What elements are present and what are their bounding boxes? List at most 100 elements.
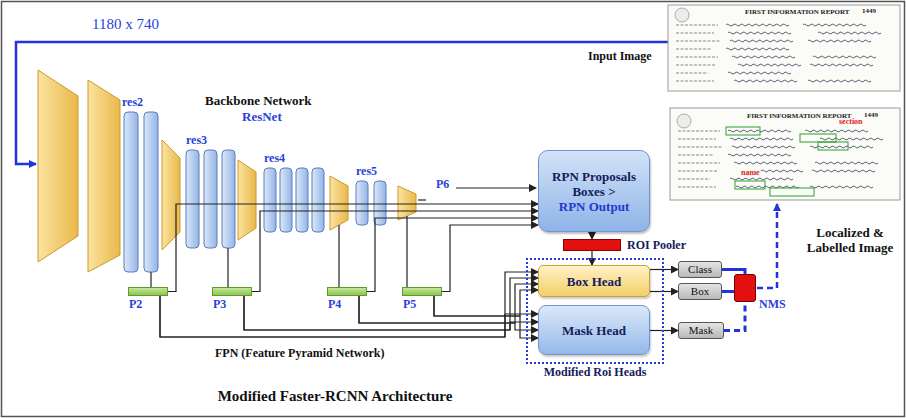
output-box: Box — [678, 283, 722, 300]
conv-block — [88, 80, 120, 272]
node-label: P2 — [129, 298, 142, 311]
connector — [650, 269, 678, 270]
node-label: Modified Roi Heads — [528, 365, 662, 379]
node-label: Mask — [689, 324, 713, 337]
node-label: Box Head — [567, 274, 622, 289]
node-label: Box — [691, 285, 709, 298]
mask-head: Mask Head — [538, 305, 650, 355]
connector — [724, 302, 745, 331]
node-label: P4 — [328, 298, 341, 311]
node-label: P3 — [213, 298, 226, 311]
connector — [650, 330, 678, 331]
feature-bar — [128, 287, 168, 296]
lateral-line — [227, 248, 228, 287]
rpn-box: RPN Proposals Boxes >RPN Output — [538, 150, 650, 232]
node-label: ROI Pooler — [627, 238, 686, 252]
connector — [442, 225, 538, 292]
section-label: Backbone Network — [205, 94, 312, 109]
dimension-label: 1180 x 740 — [92, 16, 159, 33]
detection-box — [800, 134, 836, 142]
p6-stub — [418, 199, 426, 200]
network-name: ResNet — [242, 110, 282, 125]
image-label: Input Image — [588, 50, 652, 64]
conv-block — [238, 160, 256, 240]
connector — [244, 296, 538, 330]
res-layer — [222, 150, 235, 248]
node-label: NMS — [759, 297, 786, 311]
node-label: RPN Output — [559, 199, 629, 214]
connector — [359, 284, 538, 323]
res-layer — [264, 168, 276, 232]
connector — [650, 291, 678, 292]
output-document — [670, 108, 900, 200]
res-layer — [312, 168, 324, 232]
document-content — [675, 8, 881, 82]
connector — [252, 211, 538, 292]
res-layer — [280, 168, 292, 232]
feature-level: P3 — [212, 287, 252, 311]
detection-box — [735, 181, 765, 189]
connector — [367, 218, 538, 292]
connector — [160, 296, 538, 337]
nms-block: NMS — [734, 274, 756, 302]
pooler-bar — [563, 239, 621, 251]
connector — [434, 296, 538, 338]
class-tag: name — [740, 169, 761, 177]
lateral-line — [406, 216, 407, 287]
conv-block — [162, 140, 180, 250]
node-label: Class — [688, 263, 712, 276]
conv-block — [398, 186, 416, 220]
box-head: Box Head — [538, 265, 650, 297]
connector — [244, 278, 538, 330]
node-label: RPN Proposals Boxes > — [543, 169, 645, 199]
conv-block — [38, 70, 78, 262]
output-box: Mask — [678, 322, 724, 339]
roi-pooler: ROI Pooler — [563, 239, 688, 251]
document-number: 1449 — [862, 7, 876, 15]
detection-box — [770, 188, 814, 196]
roi-heads-group: Modified Roi HeadsBox HeadMask Head — [526, 258, 664, 364]
feature-level: P2 — [128, 287, 168, 311]
feature-bar — [327, 287, 367, 296]
document-heading: FIRST INFORMATION REPORT — [747, 112, 852, 120]
feature-bar — [212, 287, 252, 296]
res-layer — [356, 181, 368, 225]
conv-block — [330, 176, 348, 230]
stage-label: res4 — [264, 152, 285, 166]
lateral-line — [150, 272, 151, 287]
document-number: 1449 — [864, 111, 878, 119]
connector — [722, 290, 734, 293]
node-label: Mask Head — [562, 323, 626, 338]
connector — [160, 272, 538, 337]
detection-box — [726, 127, 760, 135]
document-content — [677, 114, 883, 188]
feature-level-label: P6 — [436, 178, 449, 192]
feature-bar — [402, 287, 442, 296]
connector — [591, 232, 592, 239]
feature-level: P4 — [327, 287, 367, 311]
class-tag: section — [838, 118, 864, 126]
image-label: Localized & Labelled Image — [800, 226, 900, 256]
node-label: P5 — [403, 298, 416, 311]
res-layer — [204, 150, 217, 248]
stage-label: res2 — [122, 96, 143, 110]
detection-box — [818, 142, 848, 150]
lateral-line — [338, 225, 339, 287]
output-line — [757, 204, 777, 288]
connector — [168, 204, 538, 292]
section-label: FPN (Feature Pyramid Network) — [215, 347, 384, 361]
connector — [359, 296, 538, 330]
p6-line — [456, 187, 536, 188]
output-box: Class — [678, 261, 722, 278]
document-heading: FIRST INFORMATION REPORT — [745, 8, 850, 16]
res-layer — [124, 112, 138, 272]
caption: Modified Faster-RCNN Architecture — [140, 388, 530, 405]
stage-label: res5 — [356, 165, 377, 179]
res-layer — [144, 112, 158, 272]
stage-label: res3 — [186, 134, 207, 148]
res-layer — [186, 150, 199, 248]
